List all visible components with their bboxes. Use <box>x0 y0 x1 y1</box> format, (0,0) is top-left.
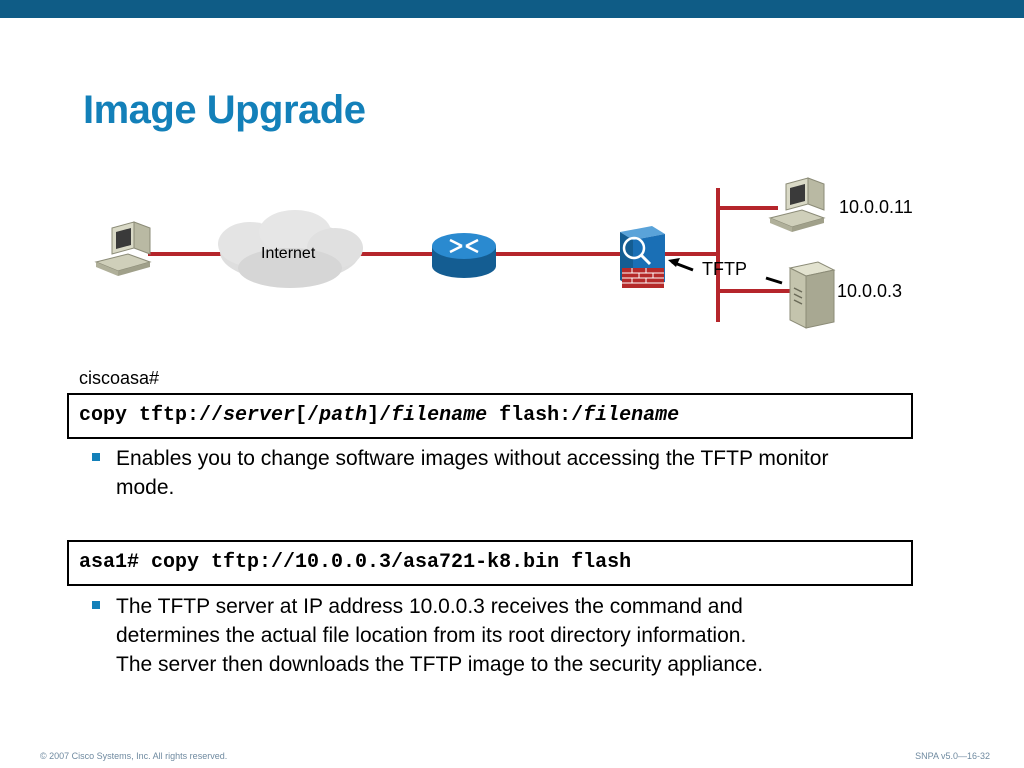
footer-copyright: © 2007 Cisco Systems, Inc. All rights re… <box>40 751 228 761</box>
host-ip-label: 10.0.0.11 <box>839 197 913 217</box>
tftp-arrow-icon <box>668 258 694 272</box>
internet-cloud-icon <box>218 210 363 288</box>
cmd-part: ]/ <box>367 404 392 427</box>
cmd-part-path: path <box>319 404 368 427</box>
bullet-square-icon <box>92 453 100 461</box>
cmd-part: [/ <box>295 404 320 427</box>
footer-course: SNPA v5.0—16-32 <box>915 751 990 761</box>
slide-title: Image Upgrade <box>83 88 366 132</box>
bullet-2-text-cont: The server then downloads the TFTP image… <box>116 653 764 676</box>
tftp-dash <box>765 276 783 285</box>
top-banner <box>0 0 1024 18</box>
bullet-2-text: The TFTP server at IP address 10.0.0.3 r… <box>116 595 747 647</box>
example-command-box: asa1# copy tftp://10.0.0.3/asa721-k8.bin… <box>67 540 913 586</box>
protocol-label: TFTP <box>702 259 747 279</box>
cloud-label: Internet <box>261 245 316 262</box>
router-icon <box>432 233 496 278</box>
pc-host-icon <box>768 177 826 232</box>
syntax-prompt: ciscoasa# <box>79 368 160 388</box>
bullet-1-text: Enables you to change software images wi… <box>116 447 829 499</box>
network-diagram <box>94 177 836 329</box>
bullet-2: The TFTP server at IP address 10.0.0.3 r… <box>92 592 852 679</box>
security-appliance-icon <box>620 226 665 288</box>
cmd-part: copy tftp:// <box>79 404 224 427</box>
cmd-part-server: server <box>223 404 296 427</box>
tftp-server-icon <box>788 261 836 329</box>
server-ip-label: 10.0.0.3 <box>837 281 903 301</box>
cmd-part: flash:/ <box>487 404 584 427</box>
cmd-part-filename: filename <box>391 404 488 427</box>
bullet-square-icon <box>92 601 100 609</box>
pc-left-icon <box>94 221 152 276</box>
cmd-part-filename: filename <box>583 404 680 427</box>
bullet-1: Enables you to change software images wi… <box>92 444 852 502</box>
example-command: asa1# copy tftp://10.0.0.3/asa721-k8.bin… <box>79 551 632 574</box>
syntax-command-box: copy tftp://server[/path]/filename flash… <box>67 393 913 439</box>
